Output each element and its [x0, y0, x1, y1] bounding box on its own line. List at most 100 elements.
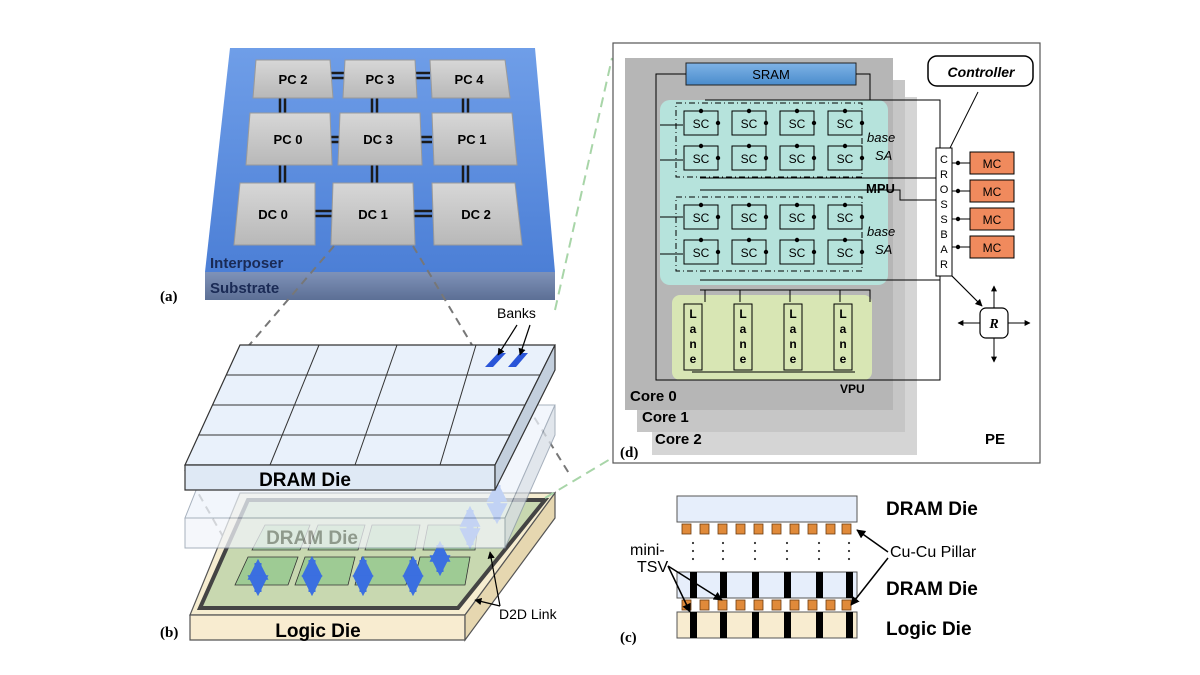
- base-sa-1: [675, 102, 863, 178]
- tsv: [784, 572, 791, 598]
- ellipsis-dot: [753, 549, 757, 553]
- c-dram-top-label: DRAM Die: [886, 499, 978, 520]
- sc-label: SC: [693, 246, 710, 260]
- tile-pc0: PC 0: [245, 112, 333, 166]
- cu-pillar: [699, 523, 710, 535]
- tile-label: DC 2: [461, 207, 491, 222]
- dram-die-top-label: DRAM Die: [259, 470, 351, 491]
- crossbar-letter: R: [940, 169, 948, 181]
- cu-pillar: [771, 599, 782, 611]
- cu-pillar: [825, 523, 836, 535]
- tile-label: DC 1: [358, 207, 388, 222]
- sc-cell: SC: [731, 237, 769, 265]
- sc-label: SC: [693, 152, 710, 166]
- sram-label: SRAM: [752, 67, 790, 82]
- crossbar-letter: B: [940, 229, 947, 241]
- lane-letter: L: [739, 307, 746, 321]
- sc-label: SC: [789, 117, 806, 131]
- sc-cell: SC: [827, 108, 865, 136]
- sc-label: SC: [837, 117, 854, 131]
- ellipsis-dot: [721, 549, 725, 553]
- mc-block: MC: [952, 179, 1015, 203]
- sc-label: SC: [789, 211, 806, 225]
- tile-dc1: DC 1: [330, 182, 416, 246]
- base-sa-1-sa: SA: [875, 148, 892, 163]
- base-sa-2-sa: SA: [875, 242, 892, 257]
- dram-die-top: DRAM Die: [184, 344, 556, 491]
- tsv-arrow-1: [667, 565, 723, 601]
- tsv: [690, 572, 697, 598]
- panel-c: DRAM Die DRAM Die Logic Die Cu-Cu Pillar…: [620, 495, 978, 646]
- cu-pillar-label: Cu-Cu Pillar: [890, 544, 977, 561]
- cu-pillar: [771, 523, 782, 535]
- cu-pillar: [753, 523, 764, 535]
- sc-cell: SC: [827, 237, 865, 265]
- crossbar-letter: O: [940, 184, 949, 196]
- tile-label: PC 0: [274, 132, 303, 147]
- core-0-label: Core 0: [630, 388, 677, 405]
- lane-letter: n: [739, 337, 746, 351]
- tsv-columns: [690, 572, 853, 638]
- sc-label: SC: [741, 246, 758, 260]
- pe-label: PE: [985, 431, 1005, 448]
- sc-cell: SC: [731, 143, 769, 171]
- panel-b: Logic Die DRAM Die: [160, 305, 558, 642]
- ellipsis-dot: [753, 557, 757, 561]
- cu-pillar: [681, 523, 692, 535]
- d2d-link-label: D2D Link: [499, 606, 558, 622]
- tile-pc4: PC 4: [429, 59, 511, 99]
- ellipsis-dot: [691, 541, 695, 545]
- cu-pillar: [789, 523, 800, 535]
- sc-label: SC: [837, 211, 854, 225]
- lane-letter: e: [690, 352, 697, 366]
- cu-pillar: [717, 599, 728, 611]
- lane-letter: L: [789, 307, 796, 321]
- mc-block: MC: [952, 207, 1015, 231]
- lane-letter: L: [839, 307, 846, 321]
- mc-label: MC: [983, 157, 1002, 171]
- c-dram-mid-label: DRAM Die: [886, 579, 978, 600]
- zoom-lines-d: [544, 57, 613, 499]
- ellipsis-dot: [847, 549, 851, 553]
- tsv: [720, 572, 727, 598]
- lane-letter: n: [789, 337, 796, 351]
- base-sa-2-base: base: [867, 224, 895, 239]
- tile-label: DC 3: [363, 132, 393, 147]
- bank-2: [508, 353, 528, 367]
- core-1-label: Core 1: [642, 409, 689, 426]
- lane-letter: a: [790, 322, 797, 336]
- sc-cell: SC: [683, 108, 721, 136]
- mpu-label: MPU: [866, 181, 895, 196]
- sc-cell: SC: [731, 202, 769, 230]
- ellipsis-dot: [691, 549, 695, 553]
- tile-label: DC 0: [258, 207, 288, 222]
- lane-letter: e: [740, 352, 747, 366]
- cu-pillar: [753, 599, 764, 611]
- sc-label: SC: [837, 152, 854, 166]
- sc-cell: SC: [827, 143, 865, 171]
- tile-pc1: PC 1: [431, 112, 518, 166]
- tile-pc3: PC 3: [342, 59, 418, 99]
- panel-c-label: (c): [620, 630, 637, 646]
- tsv: [720, 612, 727, 638]
- sc-label: SC: [789, 246, 806, 260]
- router: R: [951, 275, 1031, 363]
- c-logic: [676, 611, 858, 639]
- panel-a: Interposer Substrate PC 2 PC 3: [160, 48, 555, 305]
- tsv: [846, 612, 853, 638]
- cu-pillar: [825, 599, 836, 611]
- bank-1: [485, 353, 506, 367]
- ellipsis-dot: [817, 557, 821, 561]
- lane-letter: a: [690, 322, 697, 336]
- crossbar-block: [935, 147, 953, 277]
- cu-pillar: [789, 599, 800, 611]
- mini-tsv-label-2: TSV: [637, 559, 668, 576]
- tile-dc3: DC 3: [337, 112, 423, 166]
- tile-label: PC 2: [279, 72, 308, 87]
- panel-d-label: (d): [620, 445, 638, 461]
